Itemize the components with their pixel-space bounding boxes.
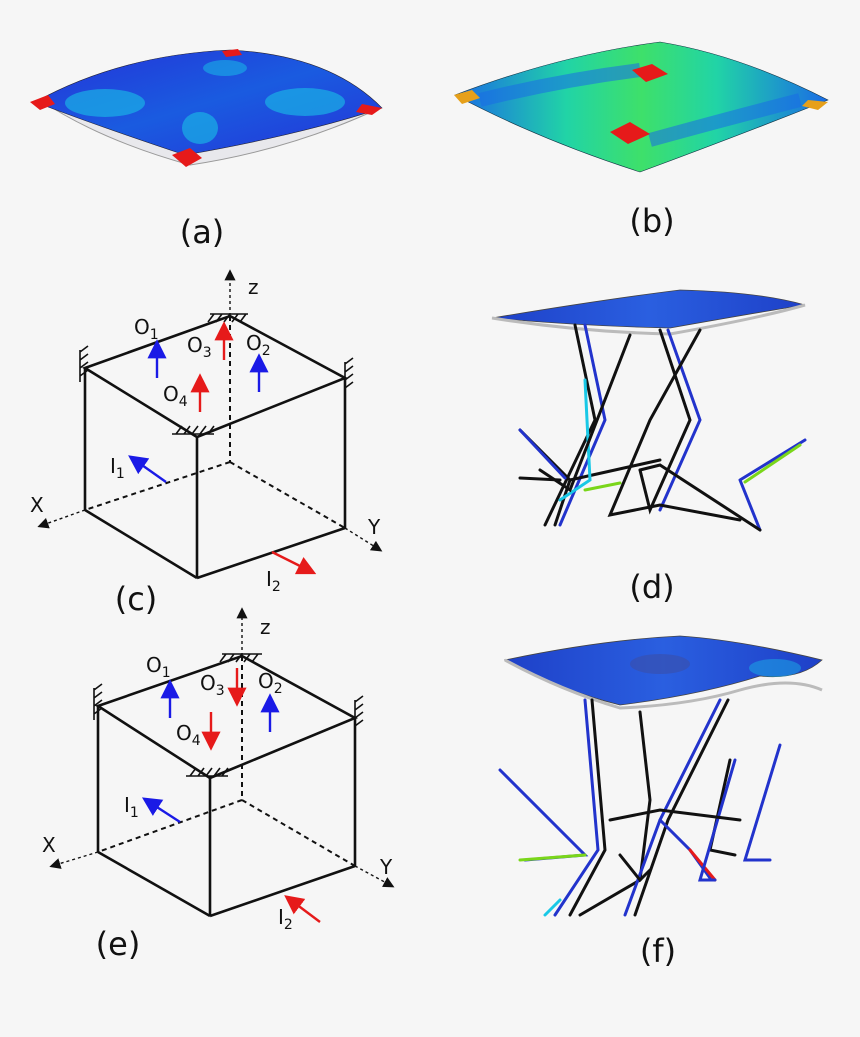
axis-y-c: Y xyxy=(367,515,381,539)
hotspot-b2 xyxy=(610,122,650,144)
label-o1-c: O1 xyxy=(134,315,159,343)
label-o2-e: O2 xyxy=(258,669,283,697)
axis-x-c: X xyxy=(30,493,44,517)
supports-c xyxy=(79,313,354,435)
caption-f: (f) xyxy=(640,932,676,970)
label-o1-e: O1 xyxy=(146,653,171,681)
caption-a: (a) xyxy=(180,213,225,251)
plate-b xyxy=(454,41,829,173)
label-o4-c: O4 xyxy=(163,382,188,410)
plate-d xyxy=(491,289,806,329)
axis-x-e: X xyxy=(42,833,56,857)
panel-f: (f) xyxy=(498,635,823,970)
cube-c xyxy=(82,314,349,580)
hotspot-a3 xyxy=(172,148,202,167)
label-i1-c: I1 xyxy=(110,454,125,482)
label-o3-e: O3 xyxy=(200,671,225,699)
label-o2-c: O2 xyxy=(246,331,271,359)
label-i2-c: I2 xyxy=(266,567,281,595)
caption-d: (d) xyxy=(629,568,674,606)
caption-c: (c) xyxy=(115,580,158,618)
axis-y-e: Y xyxy=(379,855,393,879)
panel-d: (d) xyxy=(491,289,807,606)
hotspot-b1 xyxy=(632,64,668,82)
cube-e xyxy=(95,654,359,918)
panel-c: z X Y O1 O2 O3 O4 I1 I2 (c) xyxy=(30,269,383,618)
plate-a-deformed xyxy=(34,49,383,156)
lattice-f xyxy=(498,698,782,917)
hotspot-a2 xyxy=(356,104,382,115)
caption-e: (e) xyxy=(96,925,141,963)
hotspot-b4 xyxy=(802,100,828,110)
label-i2-e: I2 xyxy=(278,905,293,933)
hotspot-b3 xyxy=(454,90,480,104)
panel-b: (b) xyxy=(454,41,829,240)
axis-z-c: z xyxy=(248,275,259,299)
caption-b: (b) xyxy=(629,202,674,240)
hotspot-a1 xyxy=(30,95,55,110)
hotspot-a4 xyxy=(222,49,242,57)
label-o3-c: O3 xyxy=(187,333,212,361)
panel-a: (a) xyxy=(30,49,383,251)
label-i1-e: I1 xyxy=(124,793,139,821)
lattice-d xyxy=(518,323,807,532)
label-o4-e: O4 xyxy=(176,721,201,749)
axis-z-e: z xyxy=(260,615,271,639)
panel-e: z X Y O1 O2 O3 O4 I1 I2 (e) xyxy=(42,607,395,963)
supports-e xyxy=(93,653,364,777)
